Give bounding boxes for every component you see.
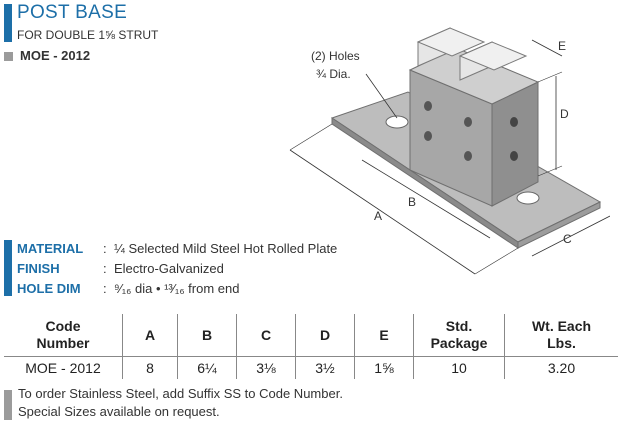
post-hole	[510, 151, 518, 161]
dim-a-label: A	[374, 209, 382, 223]
spec-colon: :	[103, 241, 107, 256]
holes-label-line1: (2) Holes	[311, 49, 360, 63]
cell-b: 6¼	[177, 356, 237, 379]
dim-b-line	[361, 159, 491, 239]
spec-label-hole-dim: HOLE DIM	[17, 281, 81, 296]
dim-b-label: B	[408, 195, 416, 209]
table-header-row: Code Number A B C D E Std. Package Wt. E…	[4, 314, 618, 357]
notes-marker-bar	[4, 390, 12, 420]
cell-d: 3½	[295, 356, 355, 379]
cell-std-package: 10	[413, 356, 505, 379]
model-number: MOE - 2012	[20, 48, 91, 63]
dim-a-line	[289, 149, 476, 275]
dim-d-ext	[537, 165, 563, 177]
note-special-sizes: Special Sizes available on request.	[18, 404, 220, 419]
dim-c-label: C	[563, 232, 572, 246]
spec-table: Code Number A B C D E Std. Package Wt. E…	[4, 314, 618, 379]
col-header-c: C	[236, 314, 296, 357]
strut-channel-1-top	[416, 27, 486, 57]
spec-colon: :	[103, 261, 107, 276]
header-line: Wt. Each Lbs.	[531, 318, 592, 351]
dim-e-line	[531, 39, 563, 57]
specs-accent-bar	[4, 240, 12, 296]
col-header-e: E	[354, 314, 414, 357]
base-plate-side	[517, 201, 601, 249]
dim-a-ext	[474, 247, 519, 275]
model-marker	[4, 52, 13, 61]
post-hole	[510, 117, 518, 127]
col-header-d: D	[295, 314, 355, 357]
dim-e-label: E	[558, 39, 566, 53]
header-line: Code Number	[36, 318, 90, 351]
note-stainless: To order Stainless Steel, add Suffix SS …	[18, 386, 343, 401]
cell-c: 3⅛	[236, 356, 296, 379]
product-subtitle: FOR DOUBLE 1⅝ STRUT	[17, 28, 159, 42]
dim-d-ext	[537, 71, 563, 83]
cell-weight: 3.20	[504, 356, 618, 379]
dim-a-ext	[289, 123, 333, 151]
post-hole	[464, 151, 472, 161]
product-title: POST BASE	[17, 2, 128, 23]
spec-value-hole-dim: ⁹⁄₁₆ dia • ¹³⁄₁₆ from end	[114, 281, 240, 296]
col-header-code: Code Number	[4, 314, 123, 357]
dim-c-line	[531, 215, 610, 257]
col-header-weight: Wt. Each Lbs.	[504, 314, 618, 357]
cell-e: 1⅝	[354, 356, 414, 379]
spec-value-finish: Electro-Galvanized	[114, 261, 224, 276]
cell-a: 8	[122, 356, 178, 379]
post-hole	[424, 131, 432, 141]
plate-hole-right	[516, 191, 540, 205]
spec-label-finish: FINISH	[17, 261, 60, 276]
post-hole	[464, 117, 472, 127]
title-accent-bar	[4, 4, 12, 42]
holes-label-line2: ¾ Dia.	[316, 67, 351, 81]
plate-hole-left	[385, 115, 409, 129]
cell-code: MOE - 2012	[25, 360, 101, 376]
col-header-std-package: Std. Package	[413, 314, 505, 357]
table-row: MOE - 2012 8 6¼ 3⅛ 3½ 1⅝ 10 3.20	[4, 356, 618, 379]
col-header-a: A	[122, 314, 178, 357]
strut-channel-2-top	[458, 41, 528, 71]
dim-d-label: D	[560, 107, 569, 121]
spec-label-material: MATERIAL	[17, 241, 84, 256]
spec-colon: :	[103, 281, 107, 296]
post-base-drawing: (2) Holes ¾ Dia. A B C D E	[289, 27, 610, 275]
holes-leader-line	[365, 73, 398, 119]
post-hole	[424, 101, 432, 111]
header-line: Std. Package	[430, 318, 488, 351]
spec-value-material: ¼ Selected Mild Steel Hot Rolled Plate	[114, 241, 338, 256]
col-header-b: B	[177, 314, 237, 357]
